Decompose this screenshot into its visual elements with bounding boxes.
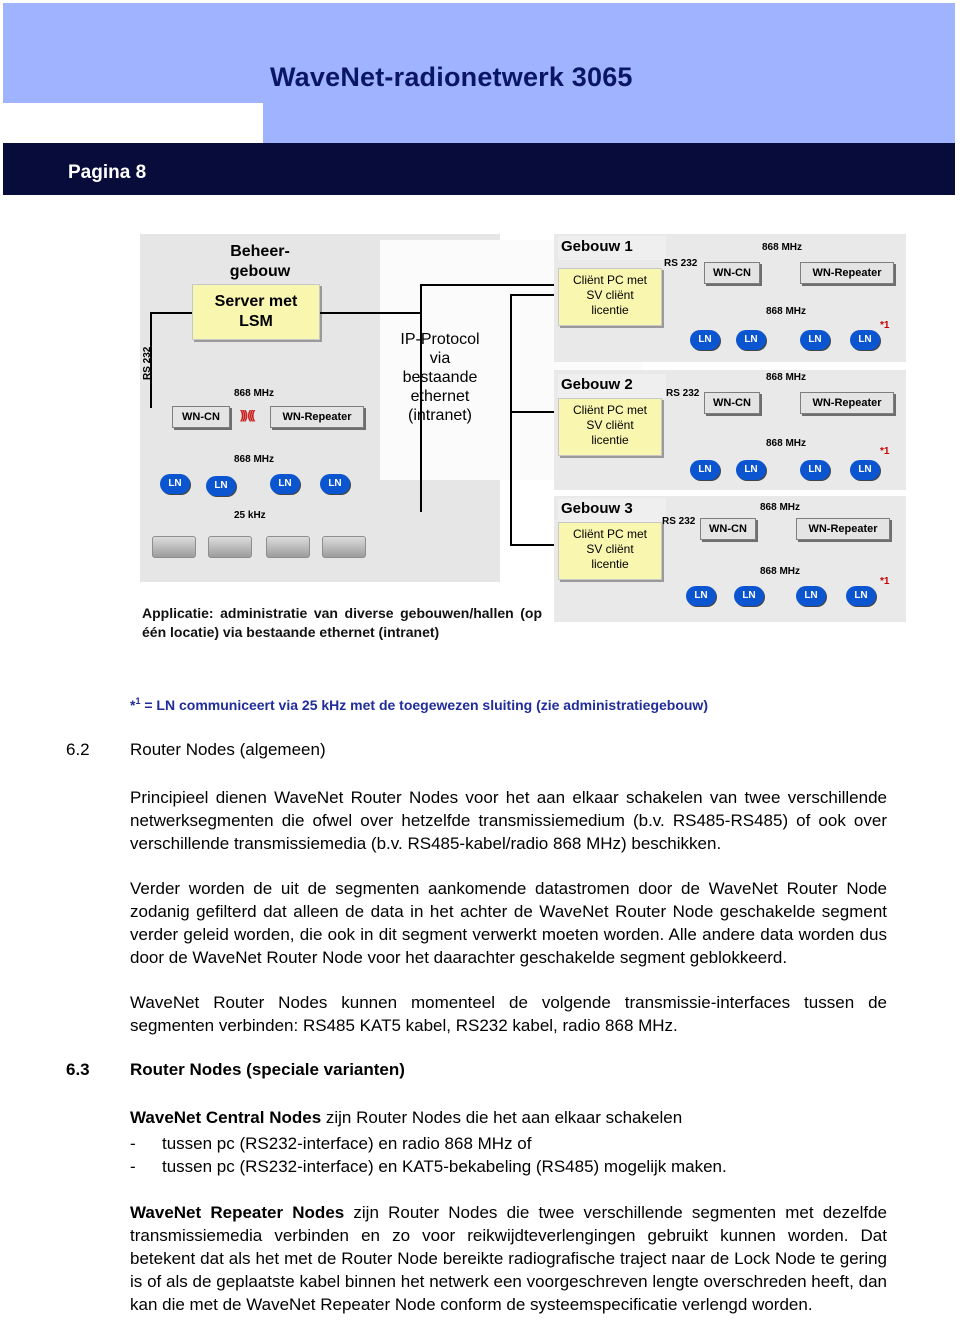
ln-b3-1: LN: [686, 586, 716, 606]
wire-ethernet-top: [420, 284, 558, 286]
ln-b2-2: LN: [736, 460, 766, 480]
section-6-2-paragraph-1: Principieel dienen WaveNet Router Nodes …: [130, 788, 887, 853]
ln-admin-3: LN: [270, 474, 300, 494]
freq-label-25khz: 25 kHz: [234, 510, 266, 521]
ln-b2-4: LN: [850, 460, 880, 480]
section-6-2-paragraph-3: WaveNet Router Nodes kunnen momenteel de…: [130, 993, 887, 1035]
wn-repeater-b2: WN-Repeater: [800, 392, 894, 414]
footnote-marker-b1: *1: [880, 320, 890, 331]
lock-icon: [266, 536, 310, 558]
server-box: [192, 284, 320, 340]
ln-b1-1: LN: [690, 330, 720, 350]
freq-label-admin-top: 868 MHz: [234, 388, 275, 399]
list-item: - tussen pc (RS232-interface) en radio 86…: [130, 1132, 531, 1155]
footnote-text: = LN communiceert via 25 kHz met de toeg…: [140, 697, 708, 713]
document-title: WaveNet-radionetwerk 3065: [270, 62, 633, 92]
wire-server-right: [320, 312, 422, 314]
ln-admin-4: LN: [320, 474, 350, 494]
ln-admin-2: LN: [206, 476, 236, 496]
radio-waves-icon: ))) (((: [240, 408, 255, 422]
freq-label-b1-top: 868 MHz: [762, 242, 803, 253]
freq-label-b3-bottom: 868 MHz: [760, 566, 801, 577]
footnote: *1 = LN communiceert via 25 kHz met de t…: [130, 696, 708, 713]
rs232-label-b2: RS 232: [666, 388, 700, 399]
lock-icon: [322, 536, 366, 558]
ln-b1-3: LN: [800, 330, 830, 350]
repeater-nodes-paragraph: WaveNet Repeater Nodes zijn Router Nodes…: [130, 1201, 887, 1316]
rs232-label-admin: RS 232: [142, 346, 153, 380]
footnote-marker-b3: *1: [880, 576, 890, 587]
repeater-nodes-term: WaveNet Repeater Nodes: [130, 1203, 345, 1222]
footnote-marker-b2: *1: [880, 446, 890, 457]
ln-b1-4: LN: [850, 330, 880, 350]
rs232-label-b3: RS 232: [662, 516, 696, 527]
list-marker: -: [130, 1134, 136, 1153]
wire-ethernet-right: [510, 294, 512, 544]
header-bar: [3, 143, 955, 195]
building-2-client-pc: Cliënt PC met SV cliënt licentie: [558, 398, 662, 456]
wn-cn-b1: WN-CN: [704, 262, 760, 284]
wire-rs232-vertical: [150, 312, 152, 408]
ln-b3-3: LN: [796, 586, 826, 606]
ip-protocol-label: IP-Protocol via bestaande ethernet (intr…: [400, 331, 480, 424]
ln-admin-1: LN: [160, 474, 190, 494]
central-nodes-text: zijn Router Nodes die het aan elkaar sch…: [321, 1108, 683, 1127]
freq-label-b2-top: 868 MHz: [766, 372, 807, 383]
ln-b1-2: LN: [736, 330, 766, 350]
ln-b2-3: LN: [800, 460, 830, 480]
section-6-3-number: 6.3: [66, 1060, 90, 1079]
footnote-marker: *: [130, 697, 136, 713]
ln-b3-2: LN: [734, 586, 764, 606]
list-item-text: tussen pc (RS232-interface) en KAT5-beka…: [162, 1157, 727, 1176]
section-6-3-title: Router Nodes (speciale varianten): [130, 1060, 405, 1079]
wn-cn-b3: WN-CN: [700, 518, 756, 540]
section-6-2-title: Router Nodes (algemeen): [130, 740, 326, 759]
network-diagram: Beheer- gebouw Server met LSM IP-Protoco…: [130, 230, 910, 670]
freq-label-admin-bottom: 868 MHz: [234, 454, 275, 465]
building-2-title: Gebouw 2: [558, 374, 666, 398]
central-nodes-paragraph: WaveNet Central Nodes zijn Router Nodes …: [130, 1106, 887, 1129]
freq-label-b1-bottom: 868 MHz: [766, 306, 807, 317]
list-item-text: tussen pc (RS232-interface) en radio 868…: [162, 1134, 532, 1153]
wire-ethernet-vertical: [420, 284, 422, 512]
wire-ethernet-b1: [510, 294, 558, 296]
lock-icon: [208, 536, 252, 558]
wn-repeater-b3: WN-Repeater: [796, 518, 890, 540]
page-number: Pagina 8: [68, 162, 147, 183]
repeater-nodes-text: zijn Router Nodes die twee verschillende…: [130, 1203, 887, 1314]
building-3-title: Gebouw 3: [558, 498, 666, 522]
wn-cn-b2: WN-CN: [704, 392, 760, 414]
wn-repeater-admin: WN-Repeater: [270, 406, 364, 428]
rs232-label-b1: RS 232: [664, 258, 698, 269]
list-item: - tussen pc (RS232-interface) en KAT5-bek…: [130, 1155, 727, 1178]
wn-cn-admin: WN-CN: [172, 406, 230, 428]
building-1-client-pc: Cliënt PC met SV cliënt licentie: [558, 268, 662, 326]
server-label: Server met LSM: [214, 293, 298, 330]
wn-repeater-b1: WN-Repeater: [800, 262, 894, 284]
section-6-2-paragraph-2: Verder worden de uit de segmenten aankom…: [130, 879, 887, 967]
admin-building-label: Beheer- gebouw: [229, 243, 291, 280]
central-nodes-term: WaveNet Central Nodes: [130, 1108, 322, 1127]
header-notch: [3, 103, 263, 143]
wire-server-left: [150, 312, 192, 314]
section-6-2-number: 6.2: [66, 740, 90, 759]
wire-ethernet-b3: [510, 544, 558, 546]
lock-icon: [152, 536, 196, 558]
ln-b2-1: LN: [690, 460, 720, 480]
list-marker: -: [130, 1157, 136, 1176]
freq-label-b3-top: 868 MHz: [760, 502, 801, 513]
diagram-caption: Applicatie: administratie van diverse ge…: [142, 604, 542, 642]
freq-label-b2-bottom: 868 MHz: [766, 438, 807, 449]
footnote-sup: 1: [135, 696, 141, 706]
ln-b3-4: LN: [846, 586, 876, 606]
wire-ethernet-b2: [510, 411, 558, 413]
building-1-title: Gebouw 1: [558, 236, 666, 260]
building-3-client-pc: Cliënt PC met SV cliënt licentie: [558, 522, 662, 580]
